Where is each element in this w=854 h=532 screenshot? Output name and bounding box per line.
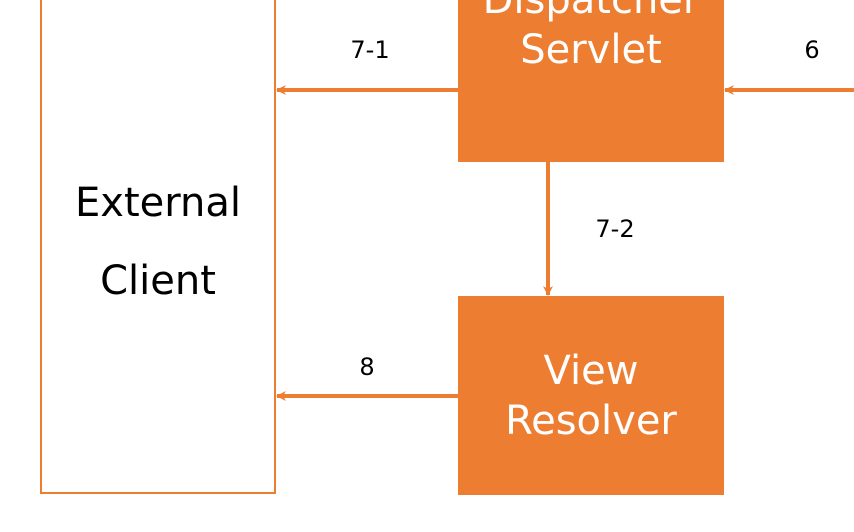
dispatcher-label-line2: Servlet (520, 27, 662, 73)
edge-label-8: 8 (359, 353, 375, 381)
client-label-line2: Client (100, 258, 216, 304)
dispatcher-label-line1: Dispatcher (482, 0, 700, 23)
edge-label-6: 6 (804, 36, 820, 64)
external-client-node: External Client (40, 0, 276, 494)
dispatcher-servlet-node: Dispatcher Servlet (458, 0, 724, 162)
view-resolver-node: View Resolver (458, 296, 724, 495)
client-label-line1: External (75, 180, 241, 226)
view-resolver-label-line2: Resolver (505, 397, 677, 444)
view-resolver-label-line1: View (543, 347, 639, 394)
edge-label-7-1: 7-1 (350, 36, 390, 64)
edge-label-7-2: 7-2 (595, 215, 635, 243)
